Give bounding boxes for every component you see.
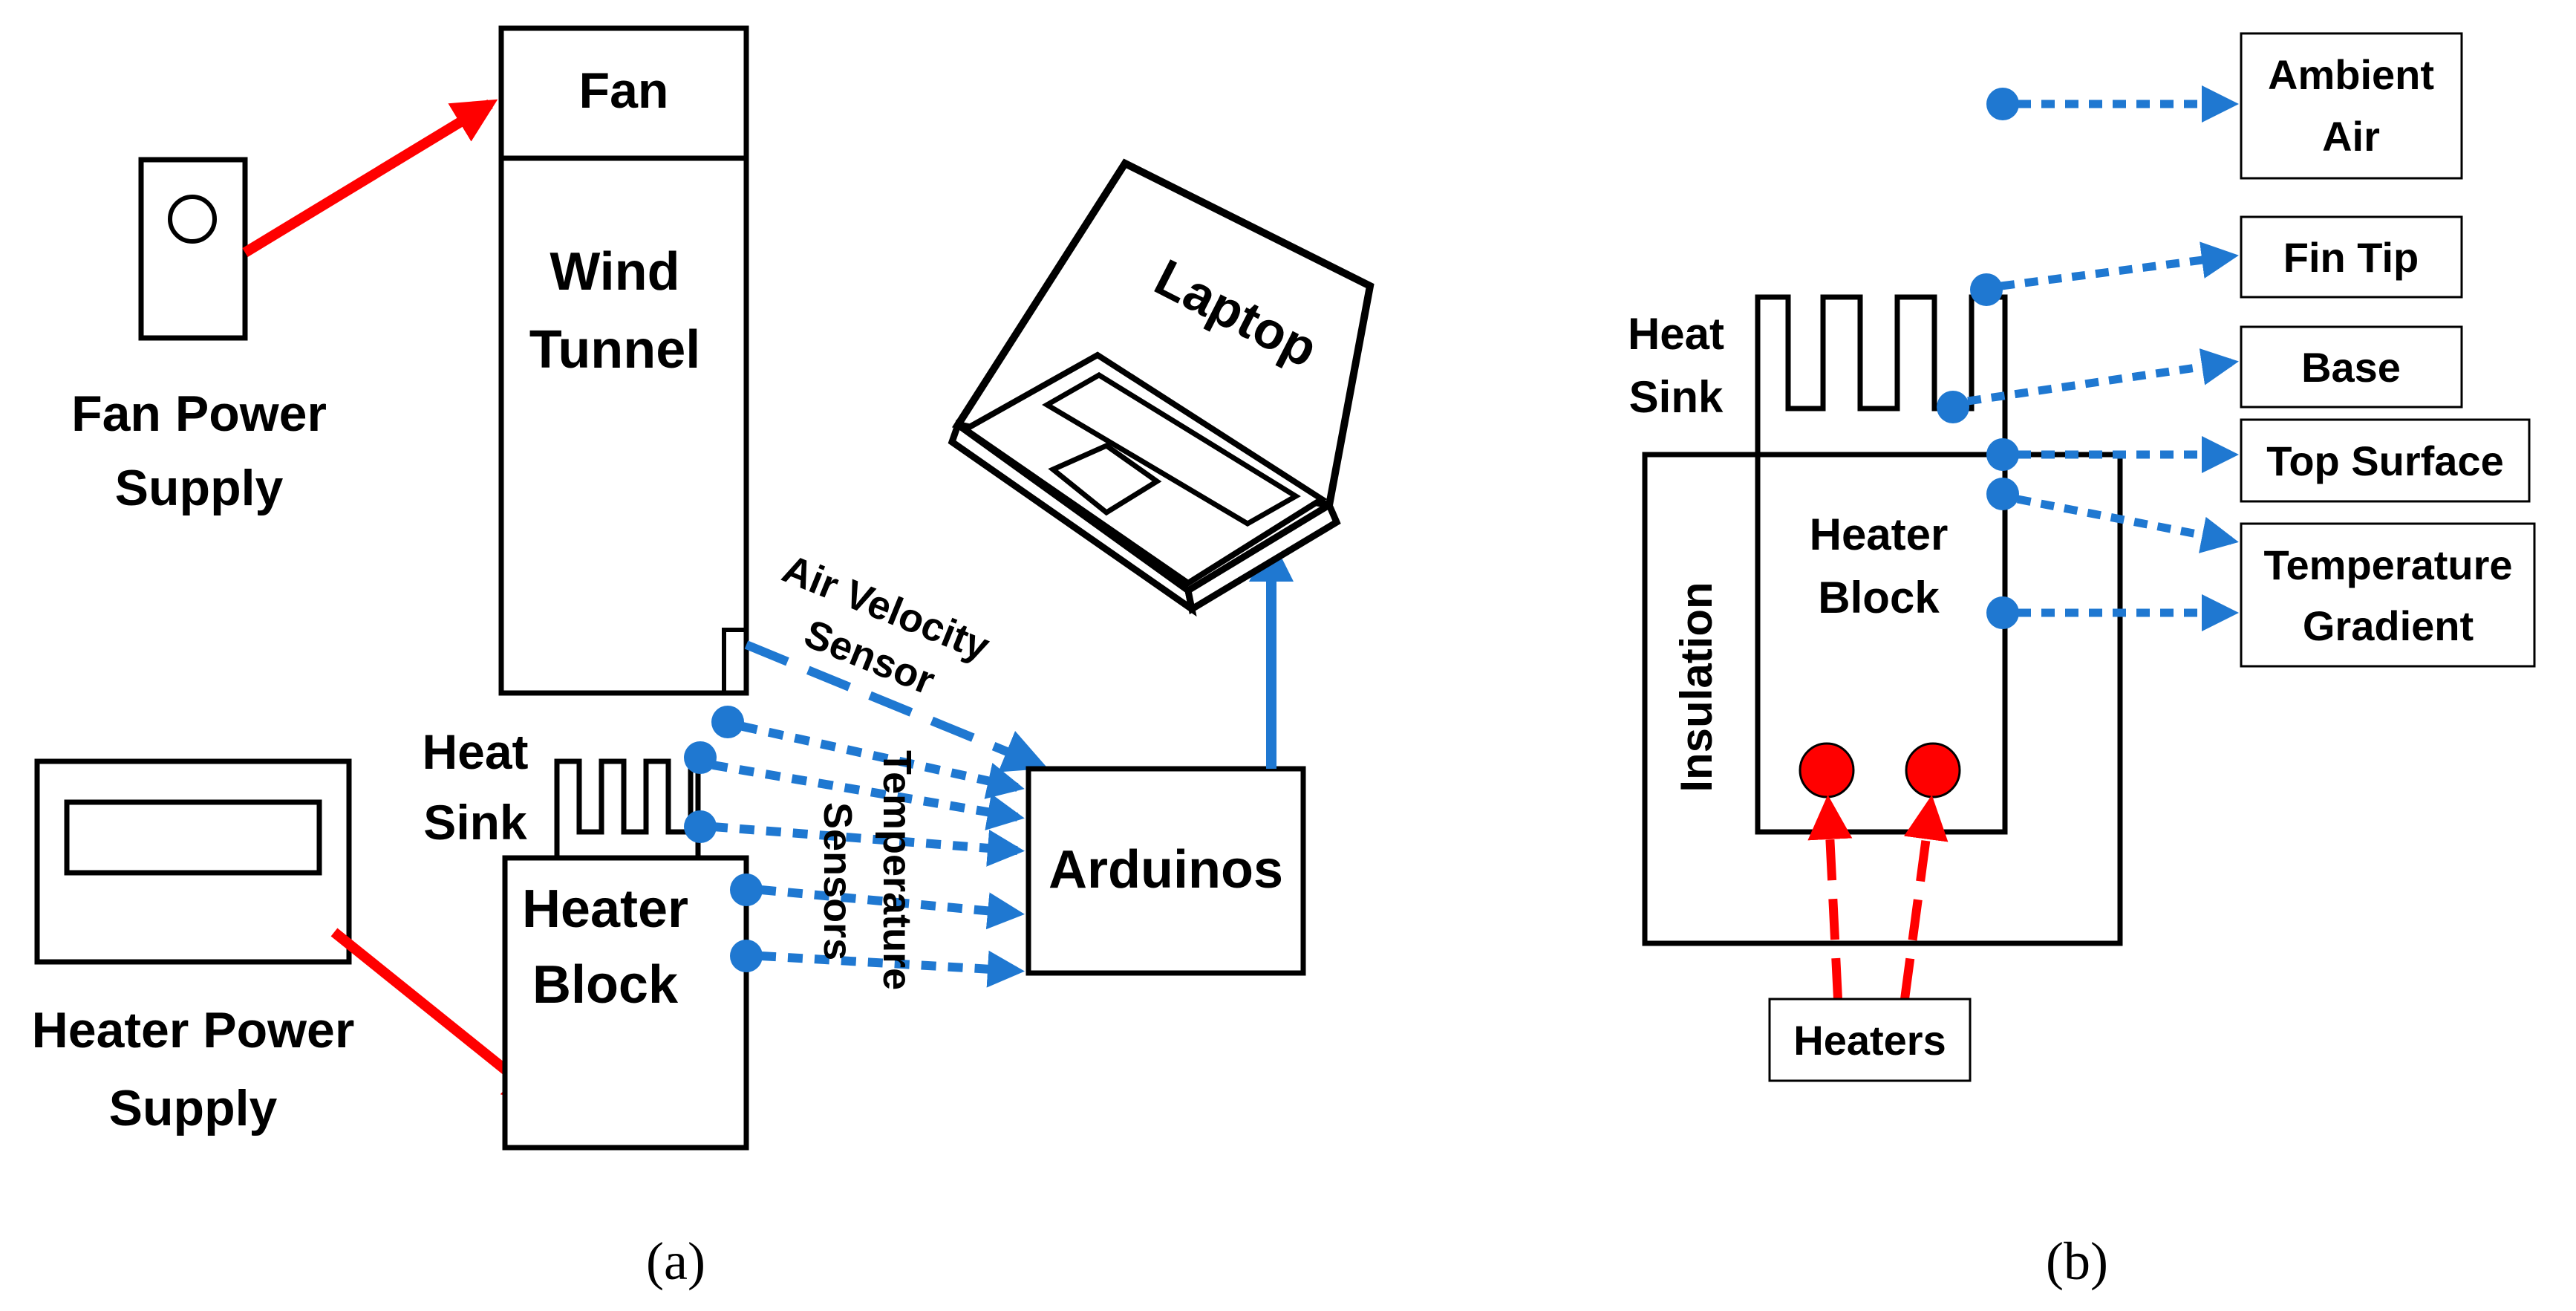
heater-power-supply: Heater Power Supply bbox=[32, 758, 355, 1136]
temperature-sensors-label: Temperature Sensors bbox=[815, 750, 919, 990]
heater-power-supply-label-2: Supply bbox=[109, 1080, 278, 1136]
sensor-dot-base bbox=[684, 810, 717, 843]
dot-base bbox=[1937, 391, 1969, 423]
wind-tunnel: Fan Wind Tunnel bbox=[498, 25, 749, 696]
heat-sink-fins-b bbox=[1755, 294, 2008, 455]
heat-sink-label-a-2: Sink bbox=[423, 795, 527, 850]
heater-circle-1 bbox=[1799, 742, 1855, 798]
temperature-sensors-a bbox=[684, 706, 1025, 988]
fin-tip-label: Fin Tip bbox=[2283, 234, 2419, 281]
touchpad-icon bbox=[1048, 442, 1162, 516]
caption-a: (a) bbox=[646, 1232, 705, 1291]
heater-arrow-1 bbox=[1807, 795, 1853, 1000]
sensor-dot-ambient bbox=[711, 706, 744, 738]
temperature-sensors-label-1: Temperature bbox=[875, 750, 919, 990]
heater-block-b bbox=[1755, 455, 2008, 835]
keyboard-icon bbox=[1042, 371, 1301, 527]
dot-ambient-air bbox=[1986, 88, 2019, 120]
ambient-air-label-1: Ambient bbox=[2268, 51, 2434, 98]
base-label: Base bbox=[2301, 344, 2401, 391]
temperature-gradient-box: Temperature Gradient bbox=[2240, 522, 2536, 668]
top-surface-box: Top Surface bbox=[2240, 418, 2531, 503]
ambient-air-box: Ambient Air bbox=[2240, 32, 2463, 180]
wind-tunnel-label-1: Wind bbox=[550, 242, 679, 302]
heat-sink-fins-a bbox=[554, 758, 701, 858]
air-velocity-probe bbox=[722, 628, 746, 693]
air-velocity-label: Air Velocity Sensor bbox=[777, 546, 996, 703]
fan-power-supply-label-2: Supply bbox=[115, 460, 284, 516]
heater-power-supply-label-1: Heater Power bbox=[32, 1002, 355, 1058]
dot-fin-tip bbox=[1970, 273, 2003, 306]
fan-power-arrow bbox=[242, 99, 498, 257]
temperature-gradient-label-1: Temperature bbox=[2263, 541, 2512, 588]
heater-arrow-2 bbox=[1900, 795, 1949, 1000]
insulation-box bbox=[1642, 452, 2123, 946]
temperature-gradient-label-2: Gradient bbox=[2303, 602, 2474, 649]
panel-a: Fan Power Supply Fan Wind Tunnel Air Vel… bbox=[32, 25, 1375, 1291]
dot-gradient-1 bbox=[1986, 478, 2019, 510]
sensor-dot-fin-tip bbox=[684, 741, 717, 774]
heaters-label: Heaters bbox=[1793, 1017, 1946, 1064]
caption-b: (b) bbox=[2046, 1232, 2108, 1291]
heat-sink-label-a-1: Heat bbox=[422, 724, 528, 779]
arduinos-box: Arduinos bbox=[1025, 766, 1306, 976]
heaters-box: Heaters bbox=[1768, 998, 1972, 1082]
temperature-sensors-label-2: Sensors bbox=[815, 802, 860, 960]
panel-b: Insulation Heater Block Heat Sink Heater… bbox=[1628, 32, 2536, 1291]
fan-label: Fan bbox=[579, 62, 669, 119]
sensor-dot-top bbox=[730, 874, 763, 906]
heater-circle-2 bbox=[1905, 742, 1961, 798]
laptop-icon: Laptop bbox=[948, 158, 1375, 617]
heat-sink-label-b-1: Heat bbox=[1628, 309, 1724, 359]
display-icon bbox=[64, 799, 322, 876]
dot-gradient-2 bbox=[1986, 596, 2019, 629]
top-surface-label: Top Surface bbox=[2266, 437, 2503, 484]
air-velocity-arrow bbox=[744, 640, 1049, 772]
ambient-air-label-2: Air bbox=[2322, 113, 2380, 160]
fin-tip-box: Fin Tip bbox=[2240, 215, 2463, 299]
insulation-label: Insulation bbox=[1672, 582, 1721, 792]
fan-power-supply: Fan Power Supply bbox=[71, 157, 327, 516]
heater-block-label-b-1: Heater bbox=[1810, 510, 1949, 559]
wind-tunnel-label-2: Tunnel bbox=[529, 320, 701, 380]
fan-power-supply-label-1: Fan Power bbox=[71, 386, 327, 442]
knob-icon bbox=[168, 195, 217, 244]
heater-block-a: Heater Block bbox=[502, 855, 749, 1151]
dot-top-surface bbox=[1986, 438, 2019, 471]
sensor-dot-gradient bbox=[730, 940, 763, 972]
heater-block-label-a-2: Block bbox=[532, 955, 679, 1015]
arduinos-label: Arduinos bbox=[1049, 840, 1283, 900]
heater-block-label-a-1: Heater bbox=[522, 879, 688, 939]
base-box: Base bbox=[2240, 325, 2463, 409]
heat-sink-label-b-2: Sink bbox=[1629, 372, 1724, 422]
heater-block-label-b-2: Block bbox=[1818, 573, 1940, 622]
